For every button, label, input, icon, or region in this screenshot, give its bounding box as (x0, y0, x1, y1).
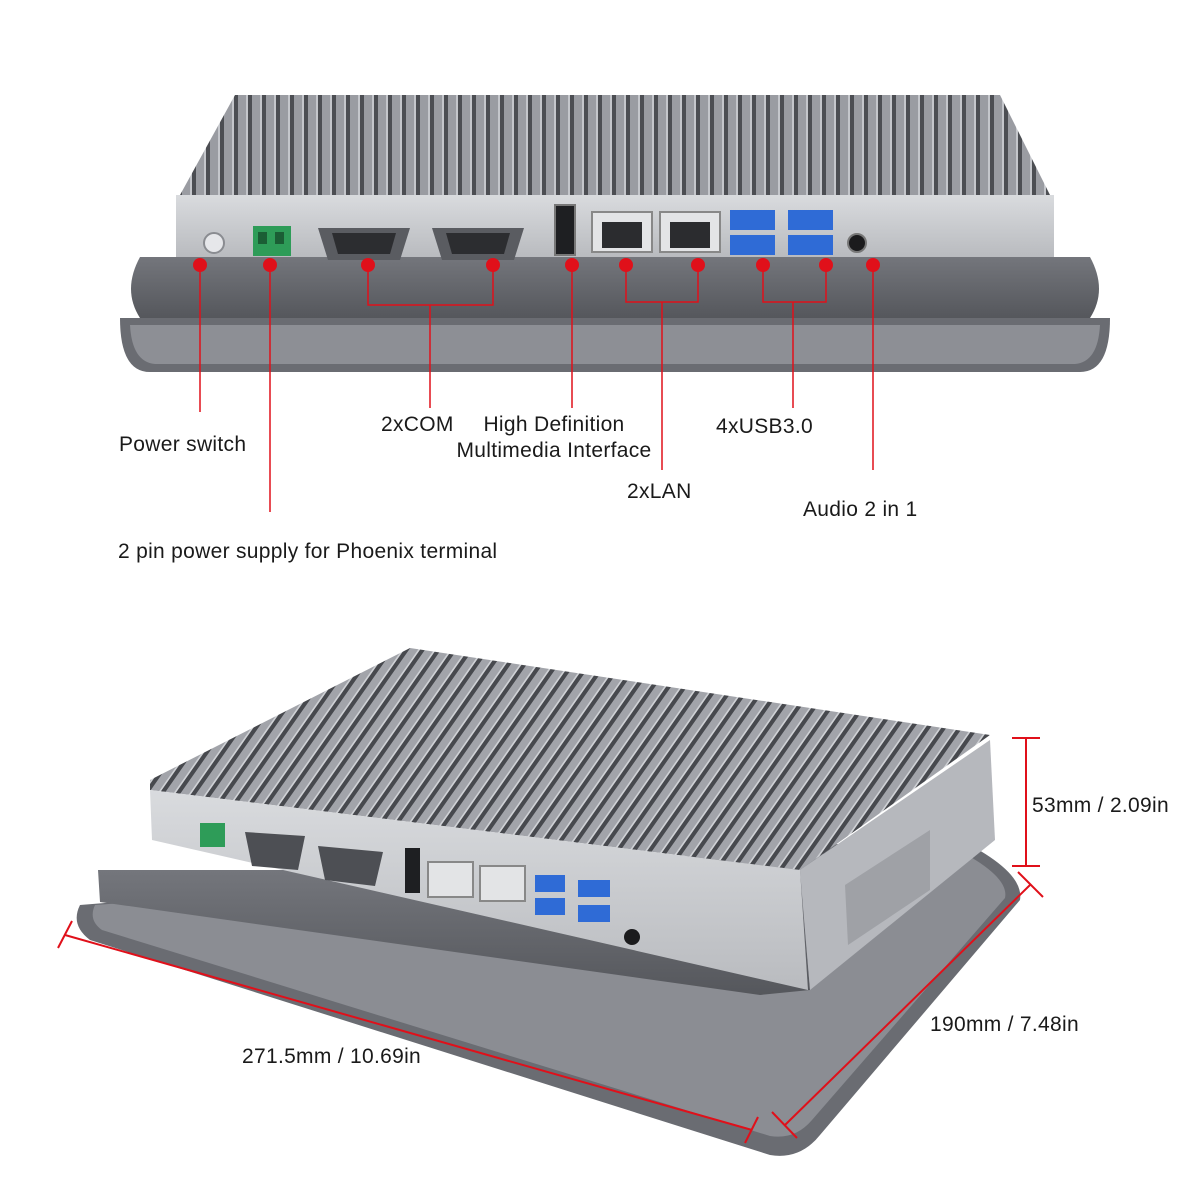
bottom-heatsink (150, 648, 990, 870)
phoenix-power-label: 2 pin power supply for Phoenix terminal (118, 540, 498, 563)
hdmi-label: High Definition Multimedia Interface (449, 412, 659, 464)
usb-label: 4xUSB3.0 (716, 415, 813, 438)
top-base-plate (131, 257, 1099, 318)
dimension-lines (57, 737, 1044, 1144)
hdmi-label-line1: High Definition (483, 413, 625, 436)
depth-dimension-label: 190mm / 7.48in (930, 1013, 1079, 1036)
com-label: 2xCOM (381, 413, 454, 436)
lan-label: 2xLAN (627, 480, 692, 503)
audio-label: Audio 2 in 1 (803, 498, 918, 521)
hdmi-port-icon (554, 204, 576, 256)
power-switch-icon (203, 232, 225, 254)
usb-ports-icon (730, 210, 833, 255)
top-device-photo (120, 95, 1110, 372)
audio-jack-icon (847, 233, 867, 253)
com-port-2-icon (432, 228, 524, 260)
hdmi-label-line2: Multimedia Interface (456, 439, 652, 462)
power-switch-label: Power switch (119, 433, 247, 456)
width-dimension-label: 271.5mm / 10.69in (242, 1045, 422, 1068)
top-callout-dots (193, 258, 880, 272)
lan-port-1-icon (591, 211, 653, 253)
lan-port-2-icon (659, 211, 721, 253)
height-dimension-label: 53mm / 2.09in (1032, 794, 1169, 817)
top-heatsink (180, 95, 1050, 195)
bottom-device-photo (76, 648, 1021, 1156)
top-callouts (199, 265, 874, 512)
com-port-1-icon (318, 228, 410, 260)
